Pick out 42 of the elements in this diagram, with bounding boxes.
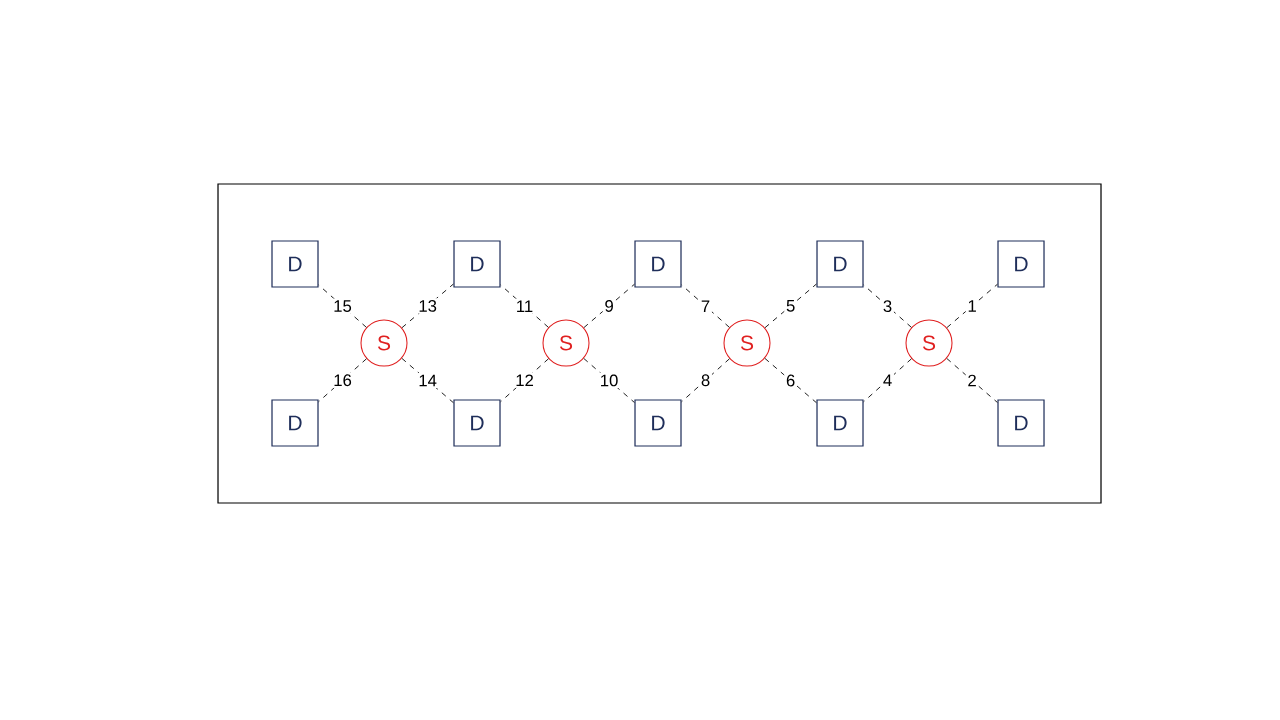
edge-label: 8 (701, 374, 710, 387)
edge-label: 3 (883, 300, 892, 313)
edge-label: 15 (334, 300, 352, 312)
edge-label: 11 (517, 300, 533, 312)
device-box: D (997, 399, 1045, 447)
connector-line (764, 283, 817, 329)
edge-label: 13 (419, 300, 437, 312)
edge-label: 5 (786, 300, 795, 312)
connector-line (946, 358, 998, 403)
edge-label: 12 (516, 374, 533, 387)
edge-label: 9 (605, 300, 613, 312)
connector-line (764, 357, 817, 404)
connector-line (401, 283, 454, 329)
connector-line (318, 284, 367, 328)
connector-line (681, 358, 730, 403)
device-box: D (816, 240, 864, 288)
edge-label: 10 (601, 374, 618, 387)
edge-label: 7 (701, 300, 710, 312)
connector-line (946, 283, 998, 329)
device-box: D (634, 240, 682, 288)
connector-line (500, 284, 549, 328)
device-box: D (271, 240, 319, 288)
edge-label: 1 (968, 300, 976, 312)
device-box: D (271, 399, 319, 447)
connector-line (583, 283, 635, 329)
connector-line (318, 358, 367, 403)
device-box: D (453, 240, 501, 288)
connector-line (401, 357, 454, 404)
edge-label: 4 (883, 374, 892, 386)
connector-line (583, 358, 635, 403)
connector-line (863, 358, 912, 403)
device-box: D (816, 399, 864, 447)
edge-label: 16 (334, 374, 352, 387)
edge-label: 14 (419, 374, 437, 387)
connector-line (863, 284, 912, 328)
device-box: D (997, 240, 1045, 288)
edge-label: 6 (786, 374, 795, 387)
connector-line (681, 284, 730, 328)
connector-line (500, 358, 549, 403)
edge-label: 2 (968, 374, 976, 387)
device-box: D (634, 399, 682, 447)
device-box: D (453, 399, 501, 447)
